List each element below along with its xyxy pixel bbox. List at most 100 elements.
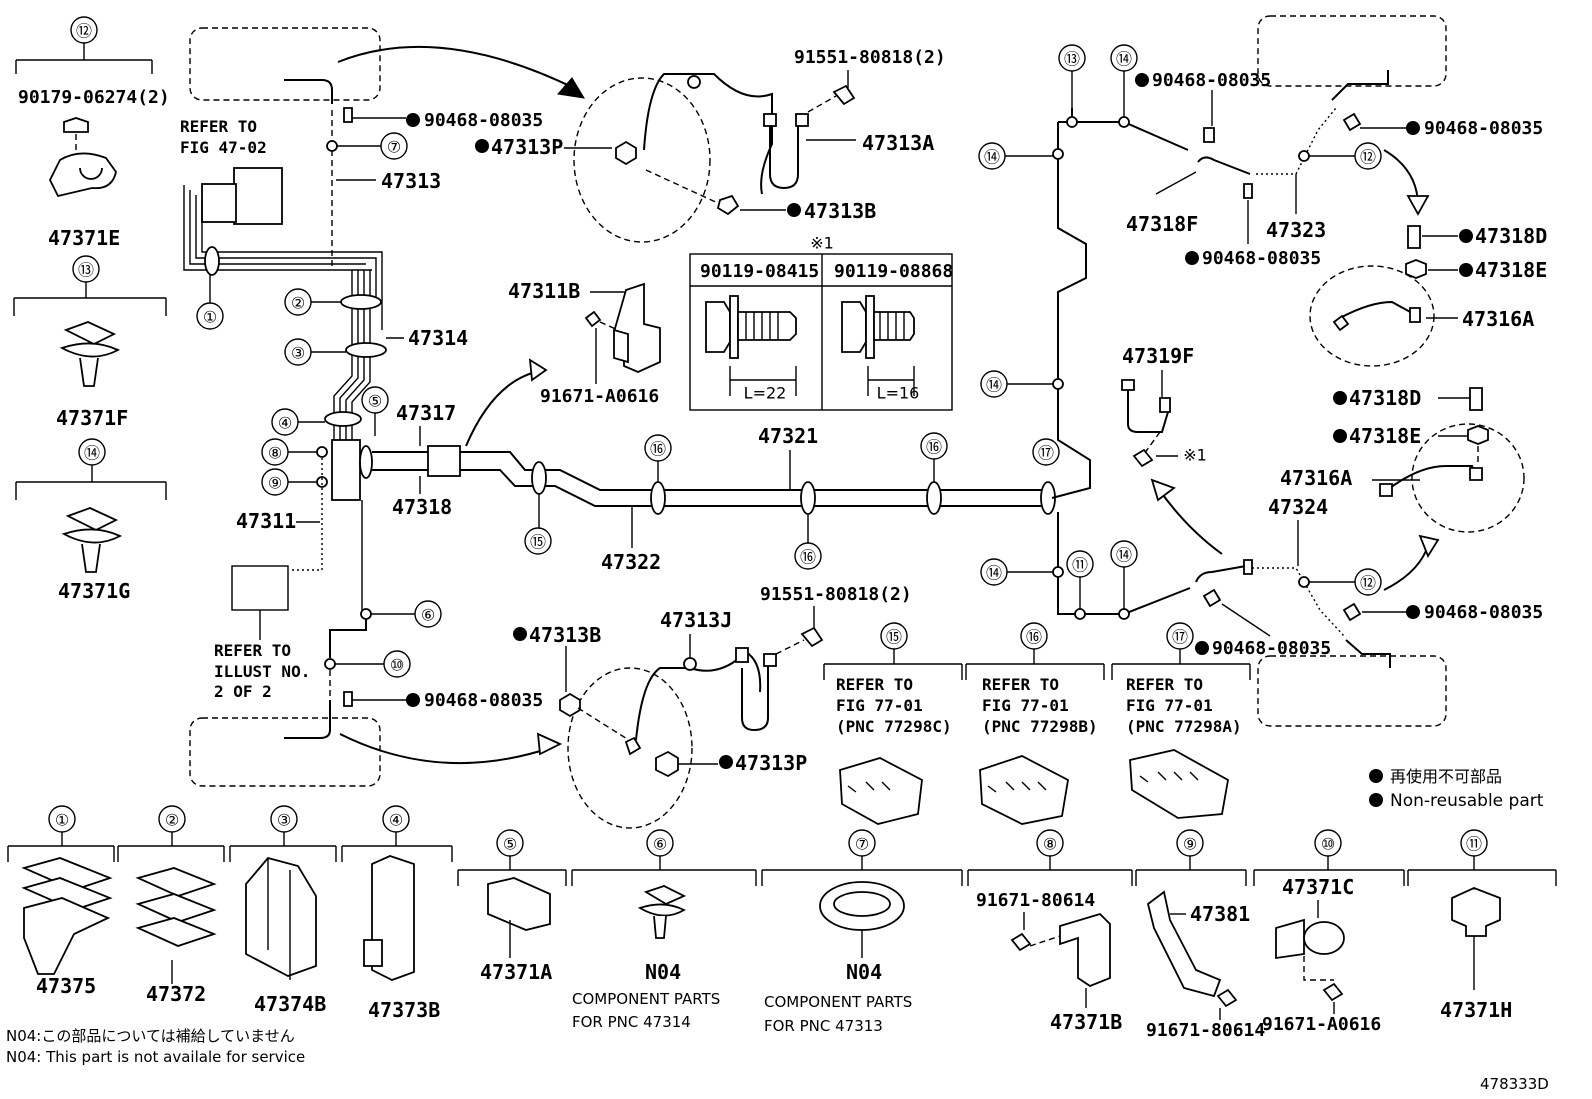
non-reusable-marker xyxy=(1195,641,1209,655)
ref-refer-to-c: REFER TO xyxy=(836,675,913,694)
legend-clip-14: ⑭ 47371G xyxy=(15,438,167,603)
callout-2: ② xyxy=(291,294,305,313)
callout-16-d: ⑯ xyxy=(1026,628,1042,647)
part-90468-08035-e: 90468-08035 xyxy=(1424,118,1543,139)
ref-illust-no: ILLUST NO. xyxy=(214,662,310,681)
callout-6-b: ⑥ xyxy=(653,835,667,854)
ref-refer-to-d: REFER TO xyxy=(982,675,1059,694)
legend-clip-12: ⑫ 90179-06274(2) 47371E xyxy=(15,16,170,250)
callout-9: ⑨ xyxy=(268,474,282,493)
legend-jp: 再使用不可部品 xyxy=(1390,767,1502,786)
part-47375: 47375 xyxy=(36,974,96,998)
part-47313B-a: 47313B xyxy=(804,199,876,223)
callout-14-f: ⑭ xyxy=(1116,546,1132,565)
callout-14-e: ⑭ xyxy=(986,564,1002,583)
part-47372: 47372 xyxy=(146,982,206,1006)
non-reusable-marker xyxy=(475,139,489,153)
callout-9-b: ⑨ xyxy=(1183,835,1197,854)
part-90468-08035-f: 90468-08035 xyxy=(1212,638,1331,659)
bolt-length-16: L=16 xyxy=(877,384,920,403)
ref-pnc-77298C: (PNC 77298C) xyxy=(836,717,952,736)
part-91551-80818-a: 91551-80818(2) xyxy=(794,47,946,68)
non-reusable-marker xyxy=(406,113,420,127)
part-91551-80818-b: 91551-80818(2) xyxy=(760,584,912,605)
callout-15: ⑮ xyxy=(530,533,546,552)
part-47313B-b: 47313B xyxy=(529,623,601,647)
callout-5: ⑤ xyxy=(368,392,382,411)
part-47313A: 47313A xyxy=(862,131,934,155)
bolt-90119-08868: 90119-08868 xyxy=(834,261,953,282)
part-47371B: 47371B xyxy=(1050,1010,1122,1034)
non-reusable-marker xyxy=(1333,391,1347,405)
callout-14: ⑭ xyxy=(84,444,100,463)
note-n04-jp: N04:この部品については補給していません xyxy=(6,1027,295,1045)
part-47316A-b: 47316A xyxy=(1280,466,1352,490)
rear-brake-lines: ⑬ ⑭ ⑭ ⑭ ⑭ ⑪ ⑭ 90468-08035 47318F 90468-0… xyxy=(978,15,1547,727)
callout-12-c: ⑫ xyxy=(1360,574,1376,593)
part-47371G: 47371G xyxy=(58,579,130,603)
callout-7: ⑦ xyxy=(387,138,401,157)
callout-8: ⑧ xyxy=(268,444,282,463)
part-47311: 47311 xyxy=(236,509,296,533)
callout-10: ⑩ xyxy=(390,656,404,675)
callout-16-b: ⑯ xyxy=(800,548,816,567)
non-reusable-marker xyxy=(1185,251,1199,265)
part-47313J: 47313J xyxy=(660,608,732,632)
part-47313P-a: 47313P xyxy=(491,135,563,159)
non-reusable-marker xyxy=(513,627,527,641)
part-47313: 47313 xyxy=(381,169,441,193)
part-91671-80614-b: 91671-80614 xyxy=(1146,1020,1265,1041)
non-reusable-marker xyxy=(406,693,420,707)
ref-mark-1: ※1 xyxy=(810,234,834,253)
callout-3-b: ③ xyxy=(277,811,291,830)
callout-17: ⑰ xyxy=(1038,444,1054,463)
legend-non-reusable: 再使用不可部品 Non-reusable part xyxy=(1369,767,1544,811)
non-reusable-marker xyxy=(1406,121,1420,135)
non-reusable-marker xyxy=(1369,769,1383,783)
part-90468-08035-a: 90468-08035 xyxy=(424,110,543,131)
note-n04-en: N04: This part is not availale for servi… xyxy=(6,1048,305,1066)
non-reusable-marker xyxy=(1333,429,1347,443)
ref-2-of-2: 2 OF 2 xyxy=(214,682,272,701)
callout-16-c: ⑯ xyxy=(926,438,942,457)
part-90468-08035-b: 90468-08035 xyxy=(424,690,543,711)
callout-1-b: ① xyxy=(55,811,69,830)
callout-12: ⑫ xyxy=(76,22,92,41)
part-47314: 47314 xyxy=(408,326,468,350)
callout-1: ① xyxy=(203,308,217,327)
part-47318E-a: 47318E xyxy=(1475,258,1547,282)
callout-4-b: ④ xyxy=(389,811,403,830)
callout-2-b: ② xyxy=(165,811,179,830)
front-hose-detail-upper: 91551-80818(2) 47313P 47313A 47313B xyxy=(475,47,946,243)
callout-11-a: ⑪ xyxy=(1072,556,1088,575)
callout-8-b: ⑧ xyxy=(1043,835,1057,854)
non-reusable-marker xyxy=(1369,793,1383,807)
bolt-length-22: L=22 xyxy=(744,384,787,403)
ref-refer-to-e: REFER TO xyxy=(1126,675,1203,694)
part-47319F: 47319F xyxy=(1122,344,1194,368)
part-47313P-b: 47313P xyxy=(735,751,807,775)
part-91671-80614-a: 91671-80614 xyxy=(976,890,1095,911)
lower-left-pipe-group: ⑥ ⑩ 90468-08035 xyxy=(189,500,563,787)
ref-fig-77-01-c: FIG 77-01 xyxy=(1126,696,1213,715)
part-47371A: 47371A xyxy=(480,960,552,984)
callout-13-b: ⑬ xyxy=(1064,50,1080,69)
callout-5-b: ⑤ xyxy=(503,835,517,854)
callout-7-b: ⑦ xyxy=(855,835,869,854)
callout-3: ③ xyxy=(291,344,305,363)
legend-clip-13: ⑬ 47371F xyxy=(13,255,167,430)
non-reusable-marker xyxy=(1459,263,1473,277)
callout-10-b: ⑩ xyxy=(1321,835,1335,854)
upper-left-pipe-group: 90468-08035 ⑦ 47313 REFER TO FIG 47-02 xyxy=(180,27,585,270)
callout-14-d: ⑭ xyxy=(986,376,1002,395)
part-47371F: 47371F xyxy=(56,406,128,430)
callout-11-b: ⑪ xyxy=(1466,835,1482,854)
bottom-clips-row: ① 47375 ② 47372 ③ 47374B ④ 47373B ⑤ xyxy=(7,805,1557,1041)
part-47318: 47318 xyxy=(392,495,452,519)
bolt-size-table: ※1 90119-08415 90119-08868 L=22 L=16 xyxy=(689,234,953,411)
part-47373B: 47373B xyxy=(368,998,440,1022)
non-reusable-marker xyxy=(1459,229,1473,243)
front-hose-detail-lower: 91551-80818(2) 47313J 47313B 47313P xyxy=(513,584,912,829)
callout-12-b: ⑫ xyxy=(1360,148,1376,167)
part-47321: 47321 xyxy=(758,424,818,448)
